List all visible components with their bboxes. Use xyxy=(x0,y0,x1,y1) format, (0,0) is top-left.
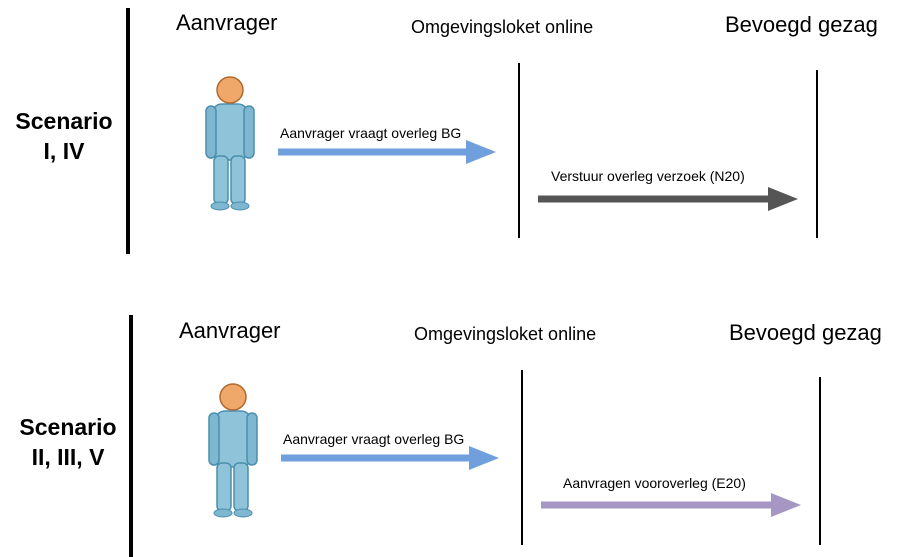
scenario-1-actor-bevoegd-gezag: Bevoegd gezag xyxy=(725,12,878,37)
scenario-2-lifeline-omgevingsloket xyxy=(521,370,523,545)
scenario-2-actor-omgevingsloket: Omgevingsloket online xyxy=(414,324,597,344)
scenario-2-label: Scenario II, III, V xyxy=(8,412,128,472)
scenario-1-message-1: Aanvrager vraagt overleg BG xyxy=(280,125,462,141)
scenario-2-lifeline-bevoegd-gezag xyxy=(819,377,821,545)
scenario-1-divider xyxy=(126,8,130,254)
scenario-2-message-1: Aanvrager vraagt overleg BG xyxy=(283,431,465,447)
scenario-2-message-2: Aanvragen vooroverleg (E20) xyxy=(563,475,746,491)
scenario-2-actor-aanvrager: Aanvrager xyxy=(179,318,281,343)
scenario-1-arrow-2 xyxy=(538,187,798,211)
scenario-2-actor-bevoegd-gezag: Bevoegd gezag xyxy=(729,320,882,345)
scenario-1-actor-aanvrager: Aanvrager xyxy=(176,10,278,35)
scenario-1-lifeline-omgevingsloket xyxy=(518,63,520,238)
person-icon xyxy=(205,76,255,211)
scenario-1-label: Scenario I, IV xyxy=(4,106,124,166)
scenario-1-lifeline-bevoegd-gezag xyxy=(816,70,818,238)
scenario-1-message-2: Verstuur overleg verzoek (N20) xyxy=(551,168,745,184)
scenario-1-actor-omgevingsloket: Omgevingsloket online xyxy=(411,17,594,37)
scenario-1-label-line2: I, IV xyxy=(43,138,85,164)
scenario-2-arrow-2 xyxy=(541,493,801,517)
scenario-2-label-line2: II, III, V xyxy=(31,444,105,470)
scenario-2-arrow-1 xyxy=(281,446,499,470)
scenario-2-label-line1: Scenario xyxy=(19,414,117,440)
scenario-1-label-line1: Scenario xyxy=(15,108,113,134)
scenario-1-arrow-1 xyxy=(278,140,496,164)
person-icon xyxy=(208,383,258,518)
scenario-2-divider xyxy=(129,315,133,557)
